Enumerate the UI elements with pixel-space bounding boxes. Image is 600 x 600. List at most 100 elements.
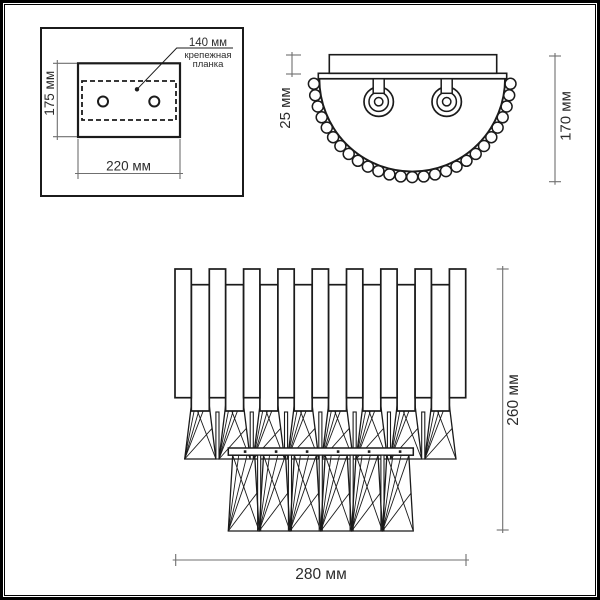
crystal-bar-short bbox=[361, 283, 382, 412]
prism-facet-line bbox=[351, 455, 371, 532]
prism-facet-line bbox=[289, 455, 317, 532]
bead bbox=[460, 154, 473, 168]
side-facet bbox=[215, 411, 220, 460]
callout-name-line1: крепежная bbox=[184, 50, 231, 61]
crystal-bar-short bbox=[293, 283, 314, 412]
prism-facet-line bbox=[218, 428, 247, 460]
tv-height-dimension-label: 170 мм bbox=[558, 91, 575, 141]
prism-facet-line bbox=[258, 455, 271, 532]
top-view-diagram: 25 мм 170 мм bbox=[277, 52, 575, 185]
crystal-bar-tall bbox=[448, 268, 467, 399]
prism-outline bbox=[381, 454, 414, 532]
prism-outline bbox=[350, 454, 384, 532]
socket-pin bbox=[441, 96, 452, 107]
prism-facet-line bbox=[227, 492, 258, 532]
band-dot bbox=[398, 450, 402, 453]
mounting-holes bbox=[97, 95, 161, 108]
fv-width-dimension-label: 280 мм bbox=[295, 566, 346, 583]
prism-outline bbox=[227, 454, 260, 532]
prism-facet-line bbox=[289, 455, 310, 532]
mounting-hole bbox=[97, 95, 109, 108]
bead bbox=[469, 147, 482, 161]
prism-facet-line bbox=[227, 455, 240, 532]
prism-facet-line bbox=[227, 455, 248, 532]
prism-facet-line bbox=[258, 455, 286, 532]
crystal-bar-short bbox=[396, 283, 416, 412]
bead bbox=[383, 168, 396, 181]
bead bbox=[342, 147, 355, 161]
prism-facet-line bbox=[351, 455, 363, 532]
crystal-bar-short bbox=[224, 283, 245, 412]
prism-facet-line bbox=[382, 455, 394, 532]
bead bbox=[334, 139, 347, 153]
callout-leader-line bbox=[136, 47, 233, 90]
wall-plate-top bbox=[328, 53, 498, 75]
prism-outline bbox=[289, 454, 322, 532]
side-facet bbox=[352, 411, 357, 460]
mounting-strip-dashed-outline bbox=[81, 80, 177, 121]
socket-stem bbox=[372, 77, 385, 95]
band-dot bbox=[336, 450, 340, 453]
tall-crystal-bars bbox=[174, 268, 467, 399]
bead bbox=[502, 89, 516, 102]
prism-facet-line bbox=[227, 455, 256, 532]
crystal-bar-tall bbox=[379, 268, 398, 399]
prism-facet-line bbox=[289, 455, 301, 532]
prism-facet-line bbox=[351, 492, 381, 532]
band-dots bbox=[243, 450, 402, 453]
prism-facet-line bbox=[320, 492, 350, 532]
bead bbox=[477, 139, 491, 153]
short-crystal-bars bbox=[190, 283, 451, 412]
callout-name-line2: планка bbox=[193, 59, 225, 70]
band-dot bbox=[305, 450, 309, 453]
lower-tier-band bbox=[227, 447, 415, 456]
prism-facet-line bbox=[258, 455, 279, 532]
bead bbox=[351, 154, 365, 168]
band-dot bbox=[274, 450, 278, 453]
crystal-bar-short bbox=[327, 283, 348, 412]
crystal-bar-tall bbox=[414, 268, 433, 399]
lower-crystal-prisms bbox=[227, 454, 414, 532]
crystal-bar-tall bbox=[174, 268, 193, 399]
side-facet bbox=[421, 411, 426, 460]
socket-pin bbox=[373, 96, 384, 107]
panel-border bbox=[40, 27, 244, 197]
crystal-bar-tall bbox=[311, 268, 330, 399]
bead bbox=[428, 168, 442, 181]
side-facet bbox=[386, 411, 392, 460]
prism-facet-line bbox=[382, 455, 402, 532]
side-facet bbox=[249, 411, 254, 460]
shade-semicircle-outline bbox=[318, 77, 507, 173]
prism-outline bbox=[320, 454, 353, 532]
bead bbox=[417, 170, 430, 183]
band-dot bbox=[367, 450, 371, 453]
prism-facet-line bbox=[424, 428, 453, 460]
bead bbox=[485, 130, 498, 144]
crystal-bar-tall bbox=[277, 268, 296, 399]
band-dot bbox=[243, 450, 247, 453]
crystal-bar-tall bbox=[208, 268, 227, 399]
prism-facet-line bbox=[320, 455, 348, 532]
prism-facet-line bbox=[351, 455, 379, 532]
bead bbox=[405, 170, 419, 184]
bead bbox=[308, 89, 322, 102]
prism-facet-line bbox=[184, 428, 213, 460]
backplate-outline bbox=[76, 62, 182, 139]
width-dimension-label: 220 мм bbox=[106, 159, 151, 174]
prism-facet-line bbox=[382, 492, 412, 532]
backplate-diagram: 140 мм крепежная планка 175 мм 220 мм bbox=[40, 27, 244, 197]
bead bbox=[326, 130, 340, 144]
crystal-bar-short bbox=[259, 283, 279, 412]
socket-stem bbox=[440, 77, 453, 95]
callout-value-label: 140 мм bbox=[189, 37, 227, 49]
fv-height-dimension-label: 260 мм bbox=[505, 374, 522, 425]
bead bbox=[394, 170, 407, 183]
bead bbox=[307, 77, 321, 91]
prism-facet-line bbox=[320, 455, 340, 532]
bead bbox=[504, 77, 517, 91]
height-dimension-label: 175 мм bbox=[42, 71, 57, 116]
crystal-bar-tall bbox=[242, 268, 261, 399]
mounting-hole bbox=[148, 95, 161, 108]
prism-facet-line bbox=[382, 455, 410, 532]
